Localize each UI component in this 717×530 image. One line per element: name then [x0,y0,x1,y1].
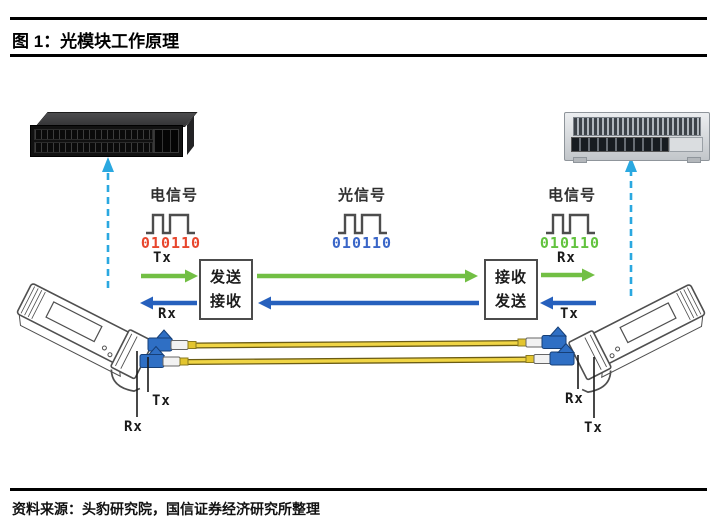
tx-arrow-right [540,296,596,310]
line-card-vents [573,117,701,136]
tx-label-right: Tx [560,306,579,322]
dashed-uplink-arrow-right [625,157,637,296]
line-card-device-icon [564,112,710,163]
signal-label-electrical-right: 电信号 [547,187,597,204]
switch-device-icon [30,112,198,157]
fiber-cable-top [147,326,568,352]
switch-port-row [34,129,153,140]
optical-arrow-forward [257,269,478,283]
bit-sequence-optical: 010110 [331,234,393,252]
tx-label-left: Tx [153,250,172,266]
sfp-module-right-icon [568,284,706,393]
tx-arrow-left [141,269,198,283]
rx-label-right: Rx [557,250,576,266]
bottom-rule [10,488,707,491]
rx-arrow-right [541,268,595,282]
waveform-icon-right [546,213,595,235]
tx-port-label-left: Tx [152,393,171,409]
top-rule [10,17,707,20]
optical-arrow-backward [258,296,479,310]
sfp-module-left-icon [16,283,154,392]
switch-front-panel [30,125,183,157]
switch-port-row [34,142,153,153]
rx-label-left: Rx [158,306,177,322]
box-line-receive: 接收 [494,268,527,286]
bit-sequence-electrical-right: 010110 [539,234,601,252]
rx-port-label-left: Rx [124,419,143,435]
box-line-receive: 接收 [209,292,242,310]
title-underline-rule [10,54,707,57]
box-line-send: 发送 [494,292,527,310]
dashed-uplink-arrow-left [102,157,114,288]
source-note: 资料来源：头豹研究院，国信证券经济研究所整理 [12,501,320,517]
signal-label-electrical-left: 电信号 [149,187,199,204]
port-pointer-lines [136,351,595,418]
waveform-icon-middle [338,213,387,235]
line-card-side-panel [669,137,703,152]
signal-label-optical: 光信号 [337,187,387,204]
fiber-cable-bottom [139,342,576,368]
rx-arrow-left [140,296,197,310]
module-function-box-right: 接收 发送 [484,259,538,320]
module-function-box-left: 发送 接收 [199,259,253,320]
tx-port-label-right: Tx [584,420,603,436]
bit-sequence-electrical-left: 010110 [140,234,202,252]
box-line-send: 发送 [209,268,242,286]
switch-uplink-ports [153,129,179,153]
line-card-foot [687,157,701,163]
line-card-foot [573,157,587,163]
figure-title: 图 1：光模块工作原理 [12,32,180,51]
rx-port-label-right: Rx [565,391,584,407]
waveform-icon-left [146,213,195,235]
line-card-port-row [571,137,669,152]
